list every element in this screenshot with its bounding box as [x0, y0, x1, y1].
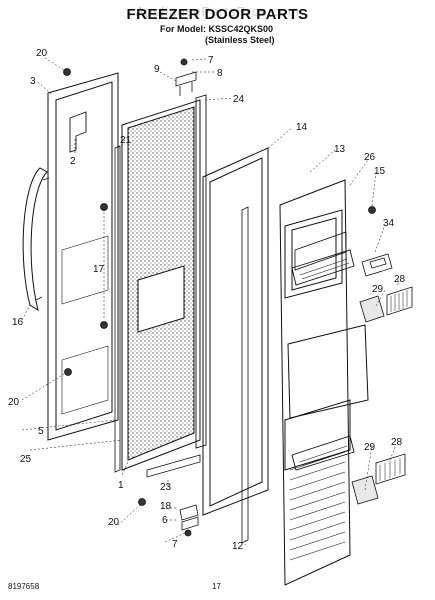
page-number: 17: [212, 582, 221, 591]
callout-16: 16: [12, 317, 24, 328]
callout-24: 24: [233, 94, 245, 105]
callout-7-top: 7: [208, 55, 214, 66]
finish-line: (Stainless Steel): [205, 35, 275, 45]
door-shelf-upper: [291, 249, 355, 286]
callout-12: 12: [232, 541, 244, 552]
gasket-strip: [241, 206, 249, 544]
callout-1: 1: [118, 480, 124, 491]
door-liner: [279, 179, 369, 586]
callout-6: 6: [162, 515, 168, 526]
door-frame-strip: [114, 145, 121, 473]
callout-29-upper: 29: [372, 284, 384, 295]
side-panel: [195, 94, 207, 449]
leader-lines: [21, 57, 399, 545]
callout-9: 9: [154, 64, 160, 75]
callout-3: 3: [30, 76, 36, 87]
screw-set: [63, 58, 376, 537]
callout-20-left: 20: [8, 397, 20, 408]
callout-20-bottom: 20: [108, 517, 120, 528]
bottom-hinge-parts: [146, 454, 201, 531]
callout-28-lower: 28: [391, 437, 403, 448]
callout-labels: 20 3 2 16 17 20 5 25 1 20 21 9 7 8 24 14…: [8, 48, 406, 552]
door-shelf-lower: [291, 435, 355, 471]
callout-8: 8: [217, 68, 223, 79]
shelf-retainer: [375, 286, 413, 485]
door-handle: [22, 167, 50, 312]
callout-15: 15: [374, 166, 386, 177]
outer-door-panel: [47, 72, 119, 441]
callout-2: 2: [70, 156, 76, 167]
callout-29-lower: 29: [364, 442, 376, 453]
callout-21: 21: [120, 135, 132, 146]
watermark-text: AppliancePartsPros.com: [135, 4, 300, 19]
dispenser-pad: [361, 253, 393, 277]
callout-20-top: 20: [36, 48, 48, 59]
page-title: FREEZER DOOR PARTS: [126, 6, 309, 23]
callout-25: 25: [20, 454, 32, 465]
callout-23: 23: [160, 482, 172, 493]
callout-5: 5: [38, 426, 44, 437]
callout-7-bottom: 7: [172, 539, 178, 550]
callout-13: 13: [334, 144, 346, 155]
callout-26: 26: [364, 152, 376, 163]
hinge-bracket: [69, 111, 87, 153]
top-hinge-parts: [175, 71, 197, 96]
callout-18: 18: [160, 501, 172, 512]
door-gasket: [202, 147, 269, 516]
callout-14: 14: [296, 122, 308, 133]
callout-34: 34: [383, 218, 395, 229]
document-number: 8197658: [8, 582, 40, 591]
callout-28-upper: 28: [394, 274, 406, 285]
callout-17: 17: [93, 264, 105, 275]
insulation-panel: [121, 99, 201, 471]
model-line: For Model: KSSC42QKS00: [160, 24, 274, 34]
